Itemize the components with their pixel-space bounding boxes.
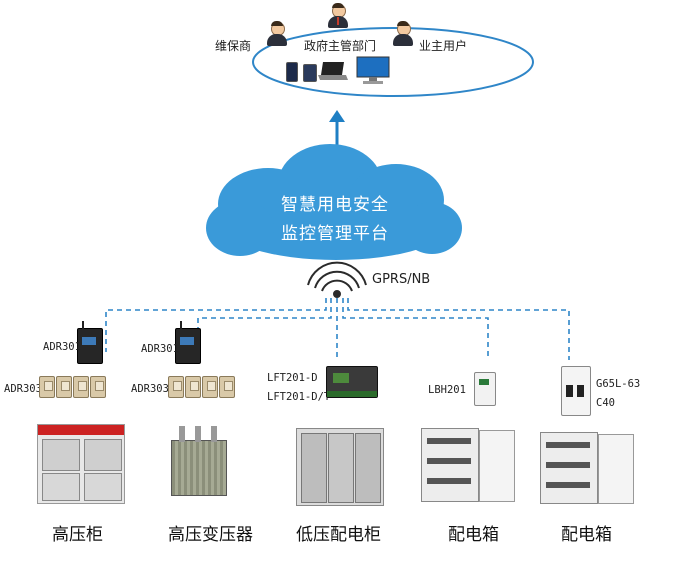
adr303-label-right: ADR303 (131, 383, 169, 395)
distribution-box-2-caption: 配电箱 (561, 525, 612, 545)
adr303-module (185, 376, 201, 398)
tablet-icon (303, 64, 317, 82)
adr301-device-left (77, 321, 103, 364)
government-avatar (327, 3, 349, 28)
maintainer-avatar (266, 21, 288, 46)
owner-avatar (392, 21, 414, 46)
lv-cabinet-caption: 低压配电柜 (296, 525, 381, 545)
adr301-label-right: ADR301 (141, 343, 179, 355)
dashed-links (105, 298, 570, 360)
owner-label: 业主用户 (419, 39, 468, 53)
adr301-label-left: ADR301 (43, 341, 81, 353)
lft201-device (326, 366, 378, 398)
adr303-module (73, 376, 89, 398)
lv-cabinet-image (296, 428, 384, 506)
adr303-module (168, 376, 184, 398)
upload-arrow-head (329, 110, 345, 122)
user-group-ellipse (252, 27, 534, 97)
distribution-box-2-image (540, 432, 634, 504)
adr303-module (39, 376, 55, 398)
lbh201-label: LBH201 (428, 384, 466, 396)
adr301-device-right (175, 321, 201, 364)
government-label: 政府主管部门 (304, 39, 377, 53)
g65l-breaker-device (561, 366, 591, 416)
platform-title-line2: 监控管理平台 (281, 224, 389, 244)
network-label: GPRS/NB (372, 272, 431, 287)
adr303-module (90, 376, 106, 398)
distribution-box-1-caption: 配电箱 (448, 525, 499, 545)
hv-cabinet-image (37, 424, 125, 504)
lft201-dt-label: LFT201-D/T (267, 391, 331, 403)
maintainer-label: 维保商 (215, 39, 252, 53)
platform-title-line1: 智慧用电安全 (281, 195, 389, 215)
lft201-d-label: LFT201-D (267, 372, 318, 384)
hv-transformer-caption: 高压变压器 (168, 525, 253, 545)
cloud-shape (206, 144, 462, 260)
hv-cabinet-caption: 高压柜 (52, 525, 103, 545)
adr303-module (202, 376, 218, 398)
c40-label: C40 (596, 397, 615, 409)
adr303-label-left: ADR303 (4, 383, 42, 395)
lbh201-device (474, 372, 496, 406)
desktop-monitor-icon (356, 56, 390, 84)
adr303-module (56, 376, 72, 398)
laptop-icon (318, 62, 348, 80)
distribution-box-1-image (421, 428, 515, 502)
adr303-module (219, 376, 235, 398)
wireless-icon (307, 261, 367, 298)
g65l-label: G65L-63 (596, 378, 641, 390)
hv-transformer-image (165, 426, 231, 502)
mobile-phone-icon (286, 62, 298, 82)
